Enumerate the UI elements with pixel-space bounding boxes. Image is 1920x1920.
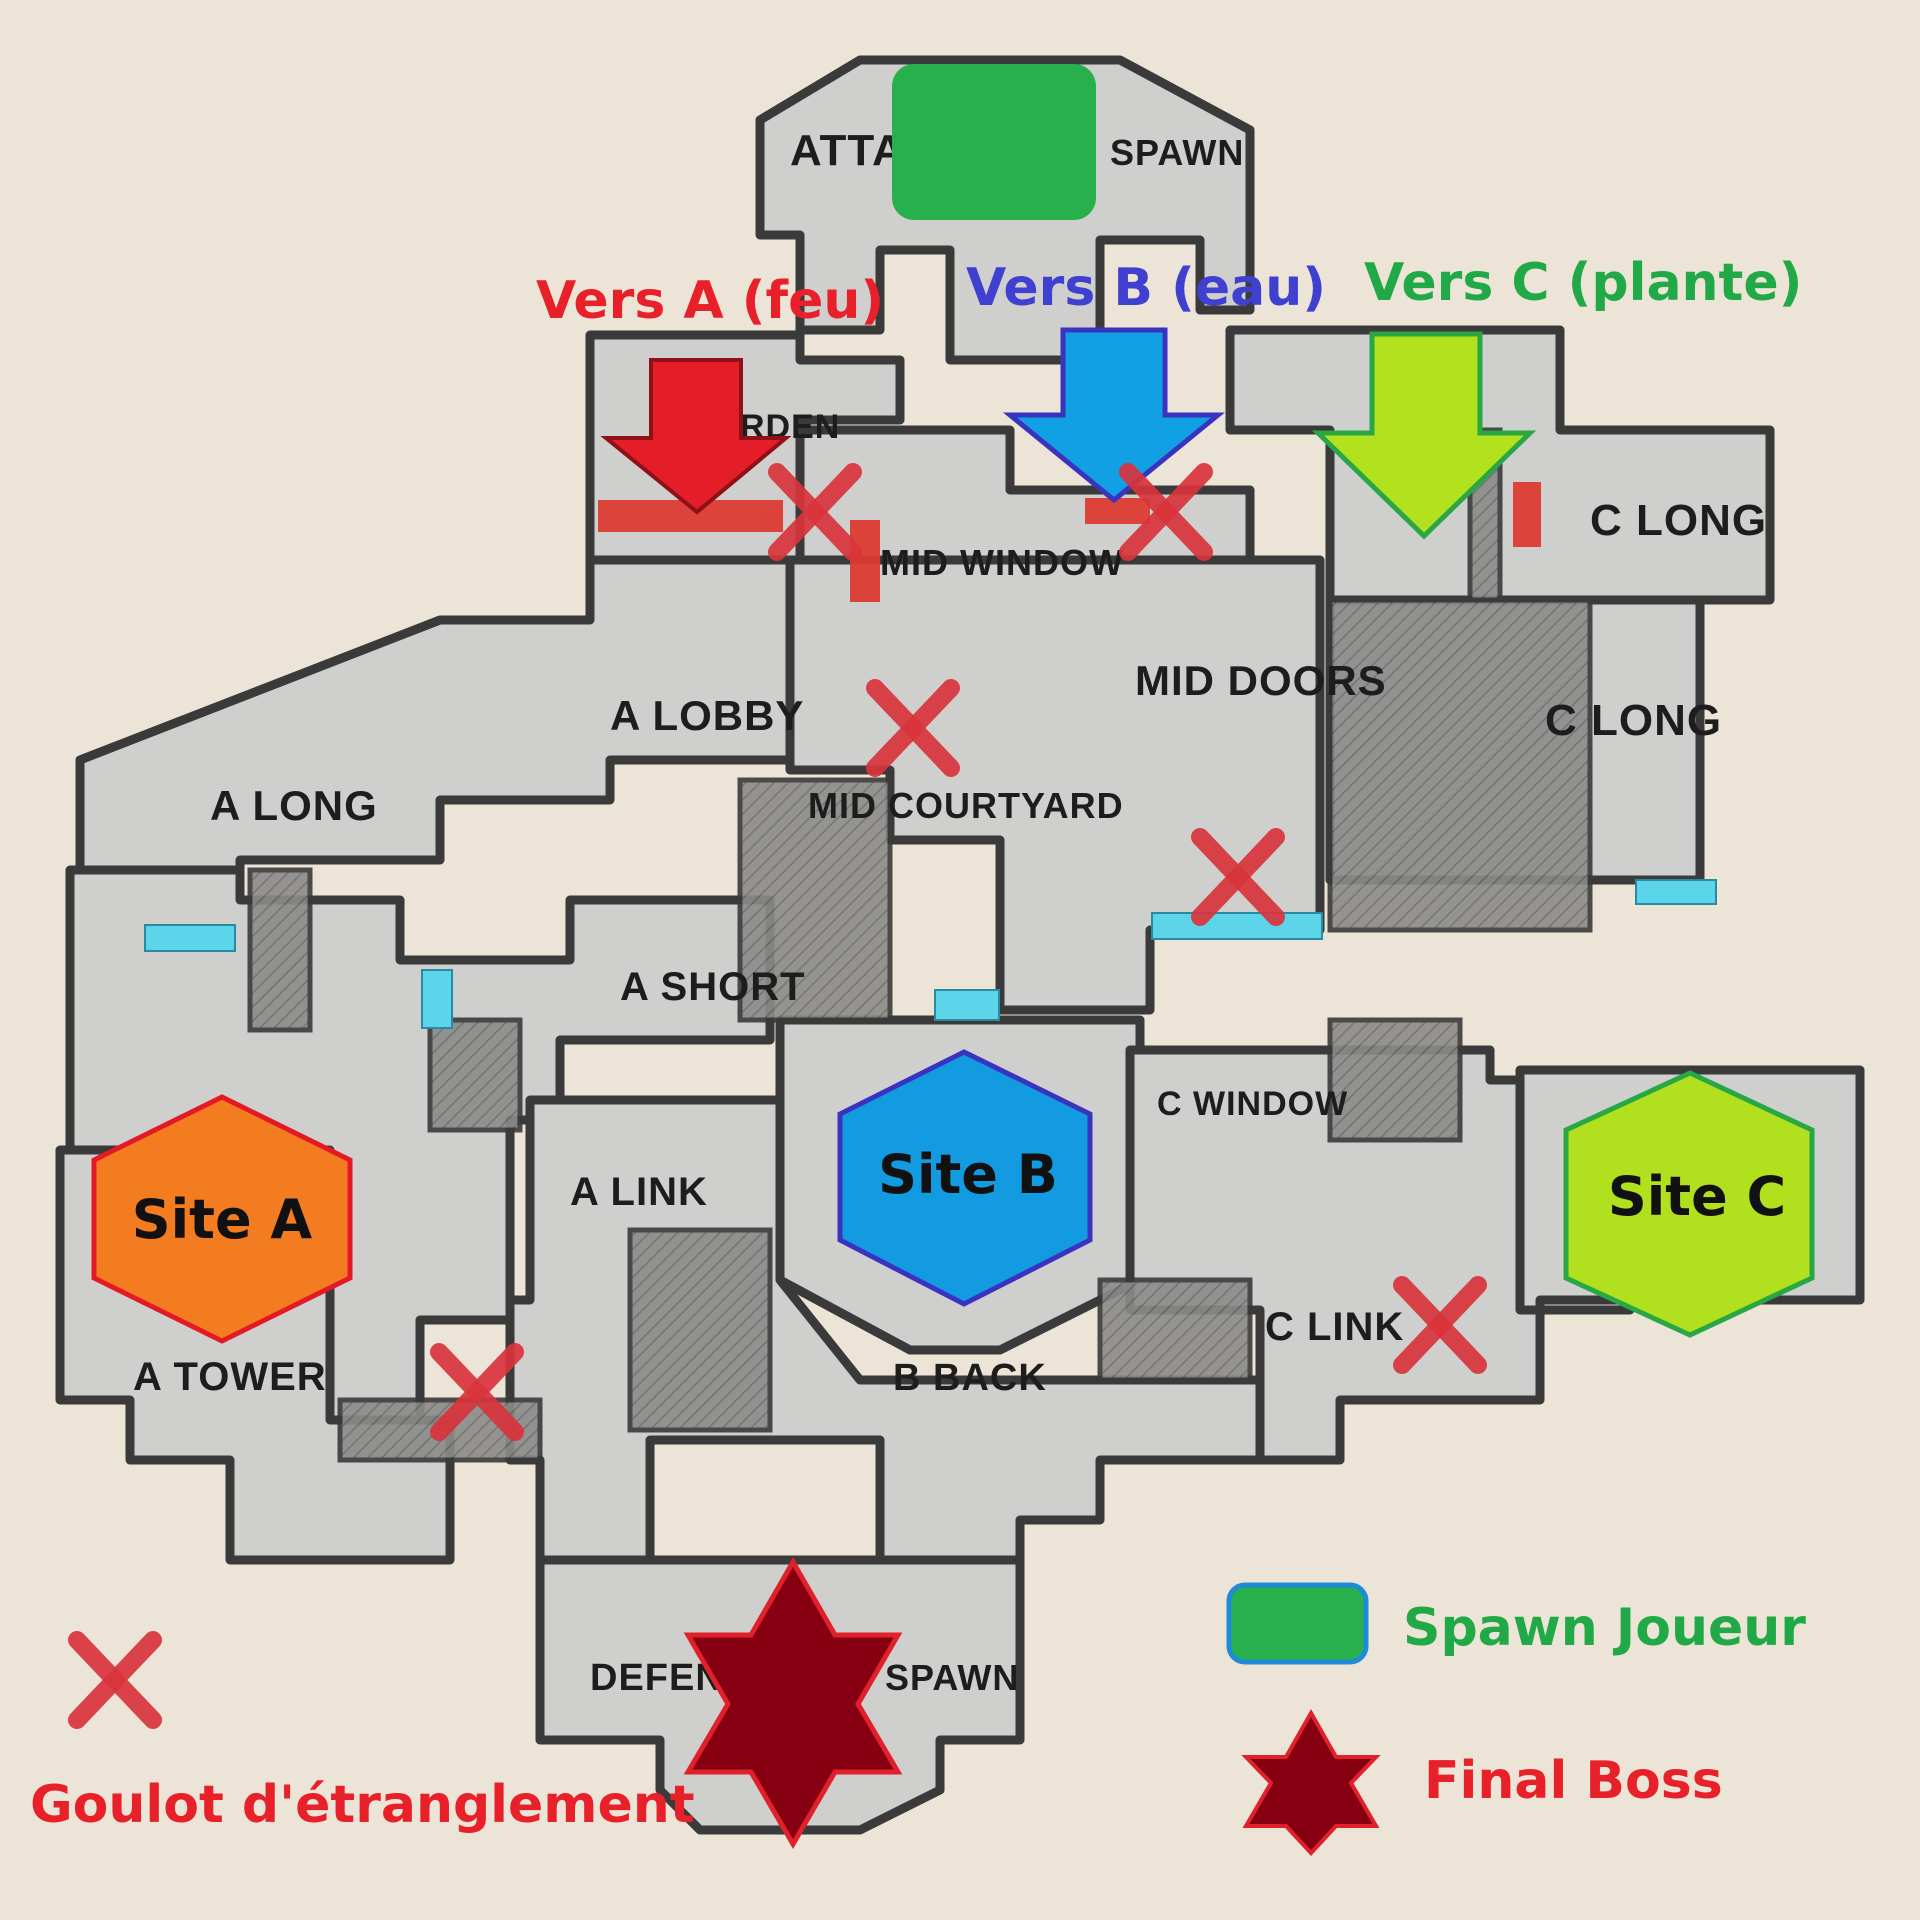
legend-boss-label: Final Boss — [1424, 1751, 1723, 1811]
area-a-long: A LONG — [210, 782, 378, 829]
site-c-label: Site C — [1608, 1165, 1786, 1228]
site-b-hexagon-icon — [837, 1049, 1093, 1307]
area-a-tower: A TOWER — [133, 1355, 327, 1399]
area-defender-spawn-left: DEFEN — [590, 1657, 724, 1699]
area-a-short: A SHORT — [620, 965, 806, 1009]
final-boss-star-icon — [683, 1556, 903, 1849]
area-defender-spawn-right: SPAWN — [885, 1657, 1019, 1698]
area-mid-window: MID WINDOW — [880, 542, 1124, 583]
area-c-window: C WINDOW — [1157, 1085, 1348, 1123]
area-b-back: B BACK — [893, 1357, 1047, 1399]
route-b-arrow-icon — [1002, 327, 1226, 504]
player-spawn-marker — [892, 64, 1096, 220]
site-a-hexagon-icon — [91, 1094, 353, 1344]
legend-spawn-label: Spawn Joueur — [1403, 1598, 1806, 1658]
area-a-lobby: A LOBBY — [610, 692, 804, 739]
legend: Goulot d'étranglement Spawn Joueur Final… — [30, 1582, 1806, 1856]
route-a-label: Vers A (feu) — [536, 271, 884, 331]
area-a-link: A LINK — [570, 1170, 708, 1214]
route-c-arrow-icon — [1311, 331, 1537, 540]
area-mid-courtyard: MID COURTYARD — [808, 785, 1124, 826]
legend-boss-star-icon — [1241, 1708, 1381, 1856]
site-b-label: Site B — [878, 1143, 1058, 1206]
site-a-marker: Site A — [91, 1094, 353, 1344]
route-c-label: Vers C (plante) — [1364, 253, 1802, 313]
site-b-marker: Site B — [837, 1049, 1093, 1307]
area-labels: ATTA SPAWN RDEN MID WINDOW C LONG A LOBB… — [133, 126, 1767, 1699]
area-c-long: C LONG — [1545, 696, 1722, 745]
route-a-arrow-icon — [600, 358, 792, 515]
fire-doors — [598, 482, 1541, 602]
area-c-long-top: C LONG — [1590, 496, 1767, 545]
site-a-label: Site A — [132, 1188, 313, 1251]
legend-chokepoint-label: Goulot d'étranglement — [30, 1775, 695, 1835]
area-attacker-spawn-right: SPAWN — [1110, 132, 1244, 173]
area-c-link: C LINK — [1265, 1305, 1404, 1349]
route-b-label: Vers B (eau) — [966, 258, 1326, 318]
water-doors — [144, 879, 1717, 1029]
site-c-marker: Site C — [1563, 1070, 1815, 1338]
area-attacker-spawn-left: ATTA — [790, 126, 905, 175]
area-mid-doors: MID DOORS — [1135, 657, 1387, 704]
legend-spawn-icon — [1226, 1582, 1369, 1665]
map-walls — [247, 427, 1593, 1463]
site-c-hexagon-icon — [1563, 1070, 1815, 1338]
